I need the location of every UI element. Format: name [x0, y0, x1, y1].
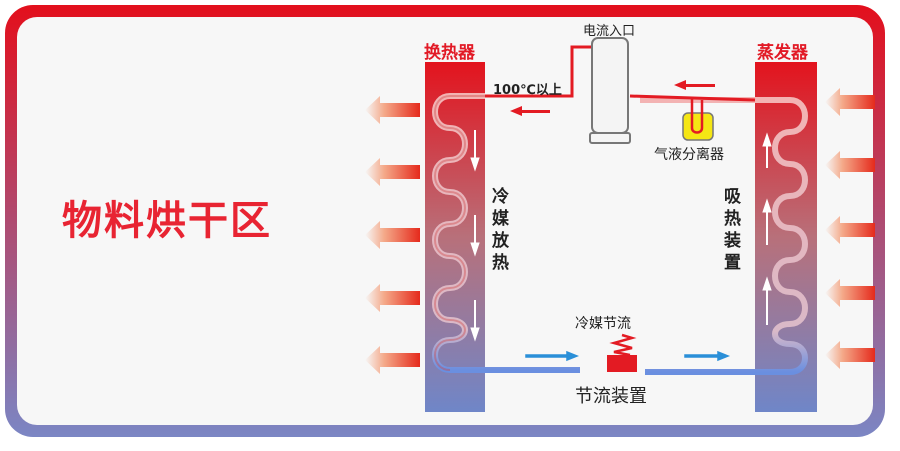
throttle-valve — [607, 355, 637, 372]
evaporator-title: 蒸发器 — [757, 43, 808, 63]
heat-output-arrows — [365, 96, 420, 374]
throttle-spring — [609, 333, 637, 357]
up-arrows — [762, 132, 772, 325]
return-flow-arrow — [674, 80, 715, 90]
absorb-heat-label: 吸热装置 — [724, 187, 741, 273]
cold-flow-arrow-right — [684, 350, 731, 362]
compressor-body — [591, 37, 629, 134]
temperature-label: 100℃以上 — [493, 83, 562, 98]
compressor-label: 电流入口 — [583, 24, 636, 39]
hot-flow-arrow — [510, 106, 550, 116]
throttle-top-label: 冷媒节流 — [575, 316, 631, 332]
compressor-base — [589, 132, 631, 144]
release-heat-label: 冷媒放热 — [492, 187, 509, 273]
heat-exchanger-coil — [432, 93, 580, 373]
drying-zone-label: 物料烘干区 — [62, 198, 272, 244]
heat-exchanger-title: 换热器 — [424, 43, 475, 63]
cold-flow-arrow-left — [525, 350, 580, 362]
throttle-bottom-label: 节流装置 — [575, 386, 647, 407]
heat-intake-arrows — [825, 88, 875, 369]
down-arrows — [470, 130, 480, 342]
separator-pipe — [690, 98, 704, 134]
separator-body — [682, 112, 714, 141]
separator-label: 气液分离器 — [654, 147, 724, 163]
evaporator-coil — [640, 97, 808, 375]
